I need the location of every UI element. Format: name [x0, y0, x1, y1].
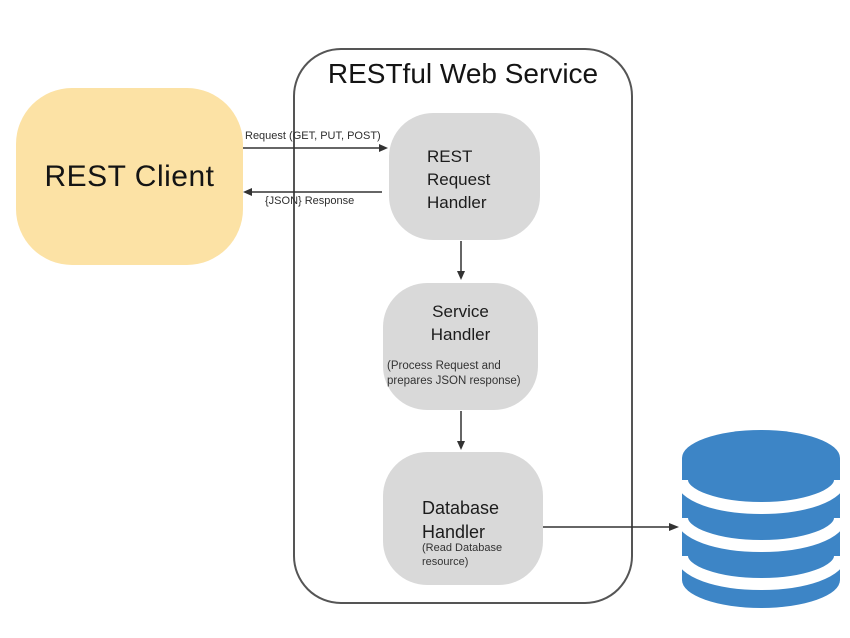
database-icon — [682, 430, 840, 608]
request-arrow-label: Request (GET, PUT, POST) — [245, 130, 381, 142]
service-handler-note: (Process Request and prepares JSON respo… — [387, 360, 521, 387]
rest-request-handler-label: REST Request Handler — [427, 147, 491, 212]
service-handler-label: Service Handler — [430, 302, 491, 344]
rest-client-label: REST Client — [44, 159, 215, 193]
service-handler-box: Service Handler (Process Request and pre… — [383, 283, 538, 410]
rest-client-box: REST Client — [16, 88, 243, 265]
database-handler-note: (Read Database resource) — [422, 542, 503, 568]
rest-request-handler-box: REST Request Handler — [389, 113, 540, 240]
database-handler-label: Database Handler — [422, 498, 500, 542]
restful-web-service-container — [293, 48, 633, 604]
response-arrow-label: {JSON} Response — [265, 195, 355, 207]
database-handler-box: Database Handler (Read Database resource… — [383, 452, 543, 585]
restful-web-service-title: RESTful Web Service — [327, 58, 599, 89]
